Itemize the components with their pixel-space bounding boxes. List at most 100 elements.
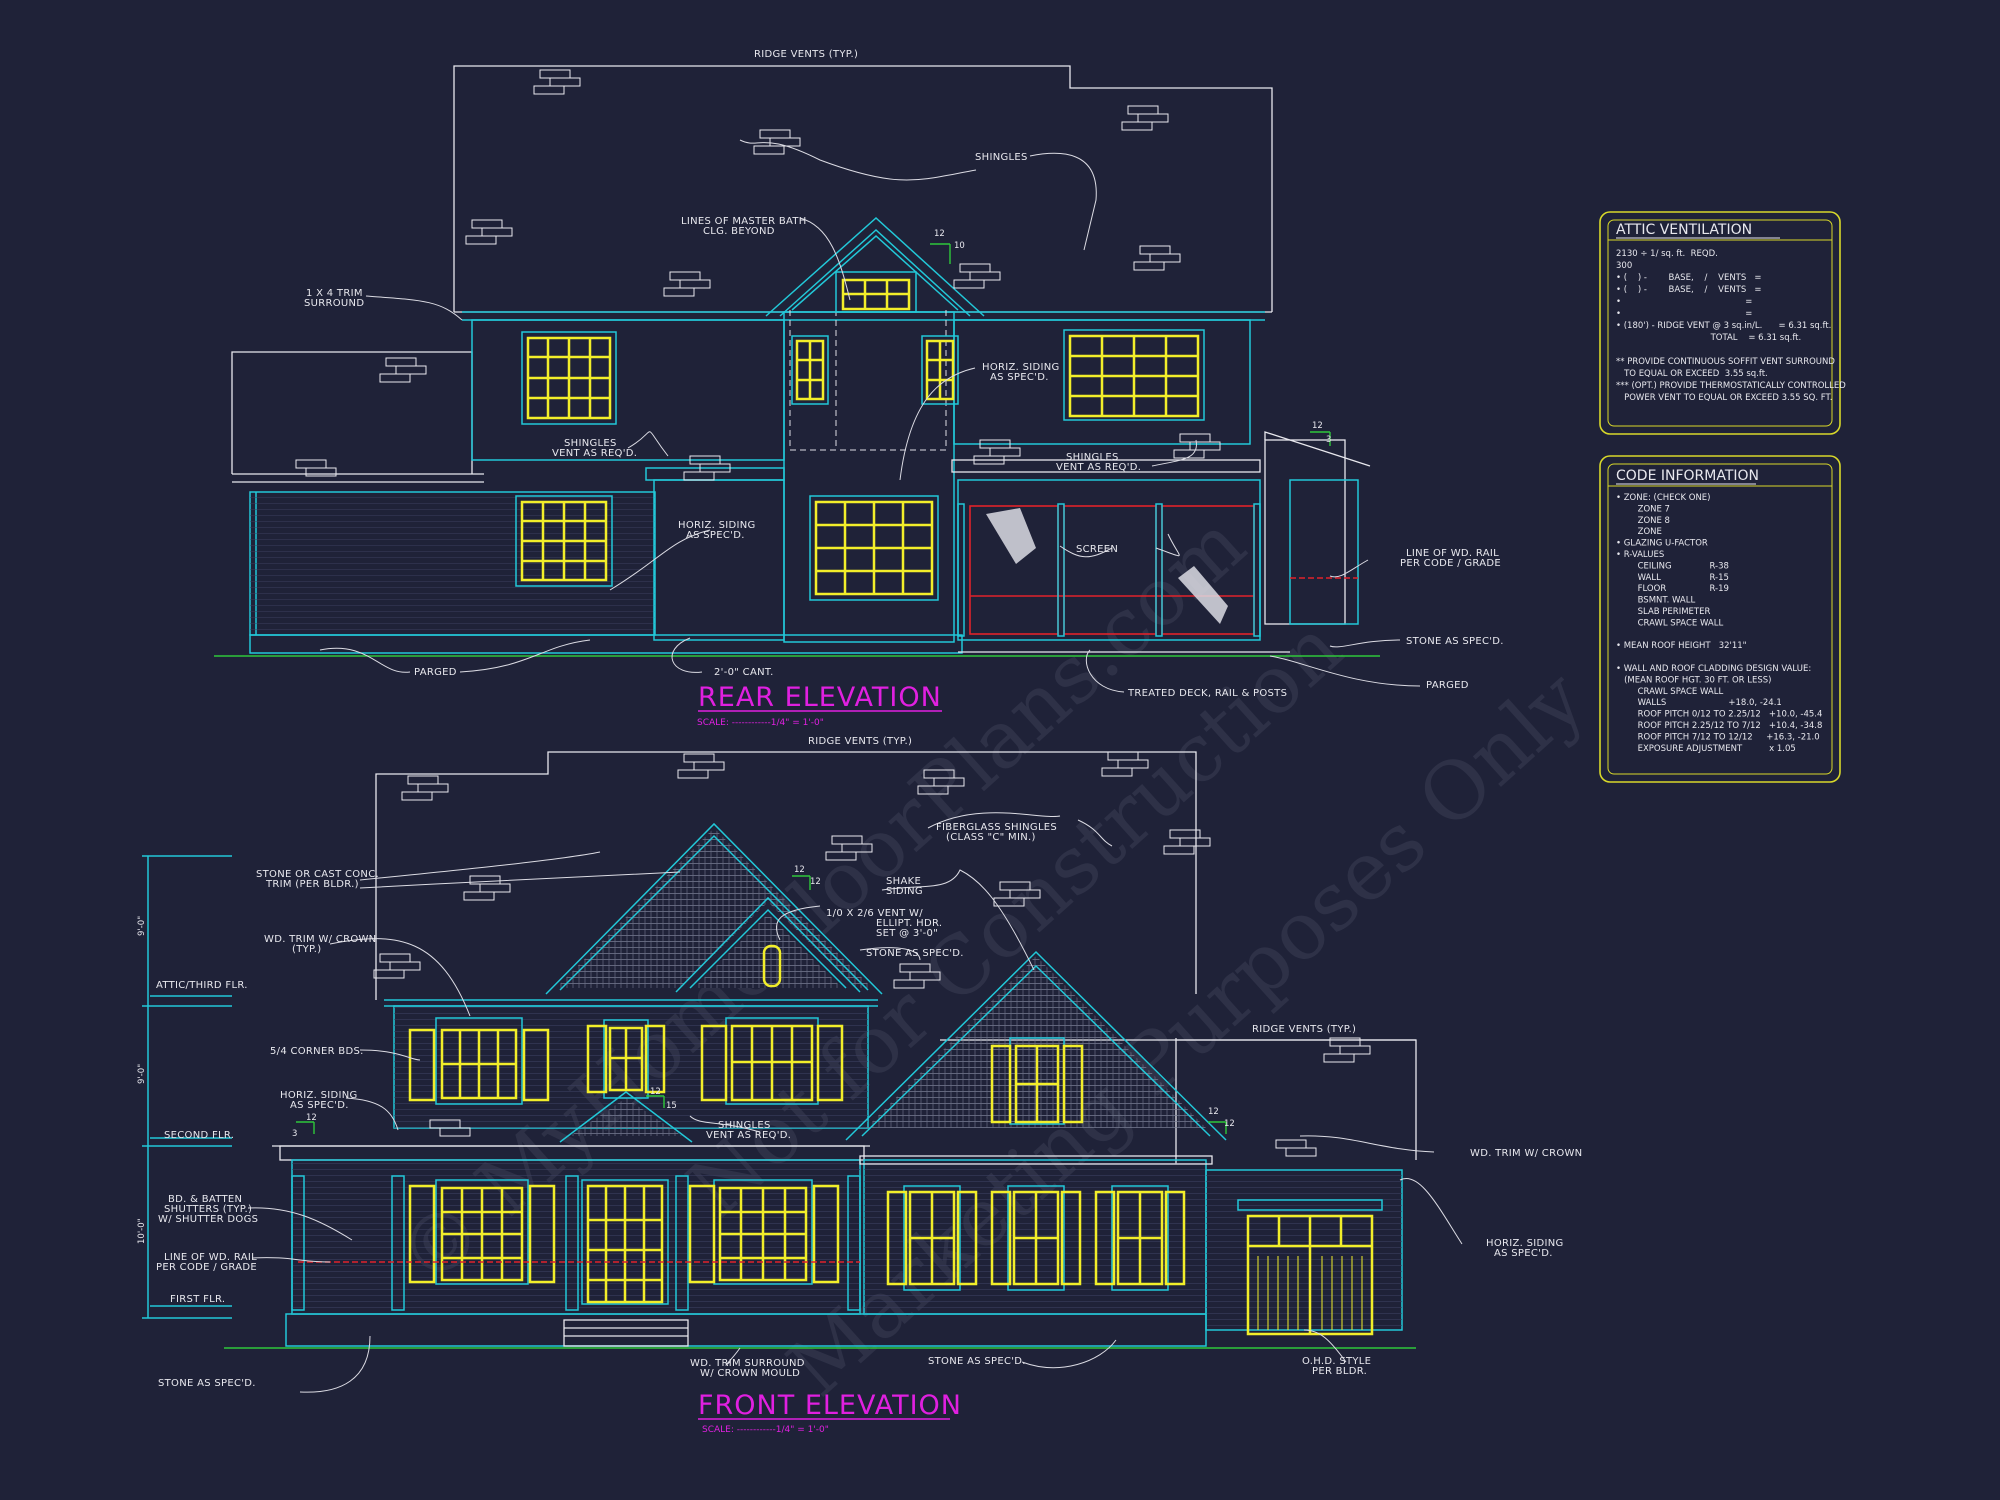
front-elevation: ATTIC/THIRD FLR. SECOND FLR. FIRST FLR. … (137, 736, 1582, 1435)
label-stone-trim-1: STONE OR CAST CONC. (256, 869, 379, 880)
code-line: • WALL AND ROOF CLADDING DESIGN VALUE: (1616, 664, 1811, 674)
label-front-pitch-g: 12 (1208, 1107, 1219, 1117)
code-line: WALLS +18.0, -24.1 (1616, 698, 1782, 708)
label-front-rail-2: PER CODE / GRADE (156, 1262, 257, 1273)
label-horiz-left-1: HORIZ. SIDING (280, 1090, 358, 1101)
attic-line: POWER VENT TO EQUAL OR EXCEED 3.55 SQ. F… (1616, 393, 1832, 403)
label-horiz-mid-2: AS SPEC'D. (686, 530, 745, 541)
label-shingles-vent-left-2: VENT AS REQ'D. (552, 448, 637, 459)
label-shingles-vent-right-2: VENT AS REQ'D. (1056, 462, 1141, 473)
label-pitch-a: 12 (934, 229, 945, 239)
label-fiberglass-1: FIBERGLASS SHINGLES (936, 822, 1057, 833)
label-parged-left: PARGED (414, 667, 457, 678)
label-trim-2: SURROUND (304, 298, 364, 309)
label-horiz-right-2: AS SPEC'D. (990, 372, 1049, 383)
code-line: CRAWL SPACE WALL (1616, 687, 1723, 697)
label-horiz-mid-1: HORIZ. SIDING (678, 520, 756, 531)
rear-leaders (319, 139, 1421, 693)
label-front-pitch-f: 15 (666, 1101, 677, 1111)
label-pitch-d: 3 (1326, 435, 1331, 445)
attic-ventilation-box: ATTIC VENTILATION 2130 ÷ 1/ sq. ft. REQD… (1599, 211, 1846, 435)
label-front-stone-spec: STONE AS SPEC'D. (866, 948, 964, 959)
front-upper-windows (408, 1017, 1084, 1125)
label-batten-3: W/ SHUTTER DOGS (158, 1214, 258, 1225)
attic-line: • = (1616, 297, 1752, 307)
label-shingles-vent-left-1: SHINGLES (564, 438, 617, 449)
code-line: CRAWL SPACE WALL (1616, 618, 1723, 628)
level-first: FIRST FLR. (170, 1294, 225, 1305)
front-elevation-title: FRONT ELEVATION (698, 1390, 962, 1421)
level-markers (142, 855, 232, 1319)
label-horiz-right-1: HORIZ. SIDING (982, 362, 1060, 373)
label-vent-2: ELLIPT. HDR. (876, 918, 942, 929)
dim-bottom: 10'-0" (137, 1218, 147, 1244)
label-front-pitch-a: 12 (794, 865, 805, 875)
label-front-ridge: RIDGE VENTS (TYP.) (808, 736, 912, 747)
code-line: ROOF PITCH 7/12 TO 12/12 +16.3, -21.0 (1616, 732, 1820, 742)
label-wd-trim-2: (TYP.) (292, 944, 321, 955)
label-front-pitch-c: 12 (306, 1113, 317, 1123)
label-parged-right: PARGED (1426, 680, 1469, 691)
attic-lines: 2130 ÷ 1/ sq. ft. REQD. 300 • ( ) - BASE, … (1616, 249, 1846, 403)
label-ridge-vents: RIDGE VENTS (TYP.) (754, 49, 858, 60)
code-line: WALL R-15 (1616, 573, 1729, 583)
rear-elevation-title: REAR ELEVATION (698, 682, 942, 713)
code-line: ZONE 8 (1616, 516, 1670, 526)
label-shingles-vent-right-1: SHINGLES (1066, 452, 1119, 463)
label-shake-2: SIDING (886, 886, 923, 897)
label-front-pitch-d: 3 (292, 1129, 297, 1139)
code-line: • R-VALUES (1616, 550, 1664, 560)
label-master-bath-2: CLG. BEYOND (703, 226, 775, 237)
label-cant: 2'-0" CANT. (714, 667, 774, 678)
code-line: CEILING R-38 (1616, 561, 1729, 571)
label-stone-bottom-left: STONE AS SPEC'D. (158, 1378, 256, 1389)
code-line: ZONE (1616, 527, 1662, 537)
label-front-shingles-1: SHINGLES (718, 1120, 771, 1131)
rear-elevation: RIDGE VENTS (TYP.) SHINGLES LINES OF MAS… (214, 49, 1504, 728)
code-line: ZONE 7 (1616, 504, 1670, 514)
label-horiz-right-1: HORIZ. SIDING (1486, 1238, 1564, 1249)
label-front-shingles-2: VENT AS REQ'D. (706, 1130, 791, 1141)
code-line: • MEAN ROOF HEIGHT 32'11" (1616, 641, 1747, 651)
front-elevation-scale: SCALE: ------------1/4" = 1'-0" (702, 1425, 829, 1435)
code-line: • ZONE: (CHECK ONE) (1616, 493, 1710, 503)
attic-line: ** PROVIDE CONTINUOUS SOFFIT VENT SURROU… (1616, 357, 1835, 367)
level-attic: ATTIC/THIRD FLR. (156, 980, 248, 991)
screen-panels (957, 503, 1261, 637)
rear-elevation-scale: SCALE: ------------1/4" = 1'-0" (697, 718, 824, 728)
label-vent-3: SET @ 3'-0" (876, 928, 938, 939)
code-line: EXPOSURE ADJUSTMENT x 1.05 (1616, 744, 1796, 754)
attic-line: TOTAL = 6.31 sq.ft. (1616, 333, 1801, 343)
level-second: SECOND FLR. (164, 1130, 234, 1141)
label-ohd-1: O.H.D. STYLE (1302, 1356, 1371, 1367)
code-line: • GLAZING U-FACTOR (1616, 539, 1708, 549)
attic-line: 2130 ÷ 1/ sq. ft. REQD. (1616, 249, 1718, 259)
label-wd-trim-1: WD. TRIM W/ CROWN (264, 934, 376, 945)
label-trim-1: 1 X 4 TRIM (306, 288, 363, 299)
label-batten-1: BD. & BATTEN (168, 1194, 242, 1205)
rear-brick-marks (295, 69, 1221, 481)
code-line: ROOF PITCH 2.25/12 TO 7/12 +10.4, -34.8 (1616, 721, 1822, 731)
label-vent-1: 1/0 X 2/6 VENT W/ (826, 908, 923, 919)
attic-line: • = (1616, 309, 1752, 319)
label-surround-2: W/ CROWN MOULD (700, 1368, 800, 1379)
label-front-rail-1: LINE OF WD. RAIL (164, 1252, 257, 1263)
label-rail-1: LINE OF WD. RAIL (1406, 548, 1499, 559)
attic-line: 300 (1616, 261, 1632, 271)
code-lines: • ZONE: (CHECK ONE) ZONE 7 ZONE 8 ZONE • … (1616, 493, 1822, 754)
label-horiz-right-2: AS SPEC'D. (1494, 1248, 1553, 1259)
front-brick-marks (373, 751, 1371, 1157)
label-stone-trim-2: TRIM (PER BLDR.) (265, 879, 359, 890)
attic-line: *** (OPT.) PROVIDE THERMOSTATICALLY CONT… (1616, 381, 1846, 391)
front-lower-windows (408, 1179, 1186, 1305)
attic-line: • ( ) - BASE, / VENTS = (1616, 273, 1762, 283)
code-information-box: CODE INFORMATION • ZONE: (CHECK ONE) ZON… (1599, 455, 1841, 783)
label-batten-2: SHUTTERS (TYP.) (164, 1204, 252, 1215)
label-corner-bds: 5/4 CORNER BDS. (270, 1046, 364, 1057)
dim-top: 9'-0" (137, 916, 147, 936)
label-deck: TREATED DECK, RAIL & POSTS (1127, 688, 1287, 699)
label-ridge-right: RIDGE VENTS (TYP.) (1252, 1024, 1356, 1035)
label-stone: STONE AS SPEC'D. (1406, 636, 1504, 647)
label-master-bath-1: LINES OF MASTER BATH (681, 216, 807, 227)
